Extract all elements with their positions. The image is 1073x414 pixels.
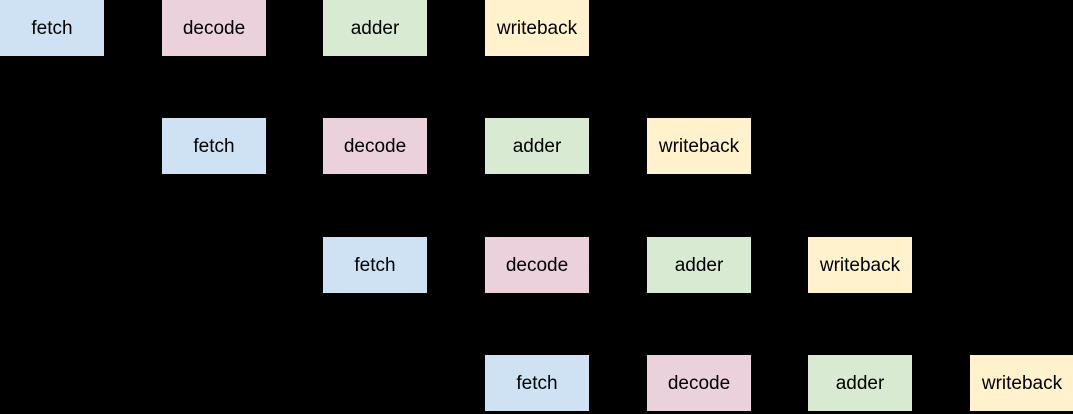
stage-label: writeback <box>819 254 901 276</box>
stage-box-adder: adder <box>323 0 427 56</box>
stage-label: adder <box>350 17 400 39</box>
stage-box-decode: decode <box>485 237 589 293</box>
stage-label: decode <box>343 135 407 157</box>
stage-box-adder: adder <box>485 118 589 174</box>
stage-label: decode <box>667 372 731 394</box>
stage-box-writeback: writeback <box>485 0 589 56</box>
stage-label: fetch <box>193 135 235 157</box>
stage-label: decode <box>182 17 246 39</box>
stage-box-fetch: fetch <box>162 118 266 174</box>
stage-label: fetch <box>354 254 396 276</box>
stage-box-writeback: writeback <box>808 237 912 293</box>
stage-box-decode: decode <box>323 118 427 174</box>
stage-label: adder <box>512 135 562 157</box>
stage-label: fetch <box>31 17 73 39</box>
stage-box-decode: decode <box>647 355 751 411</box>
stage-box-adder: adder <box>647 237 751 293</box>
stage-box-fetch: fetch <box>485 355 589 411</box>
stage-label: adder <box>674 254 724 276</box>
stage-box-writeback: writeback <box>970 355 1073 411</box>
stage-label: writeback <box>658 135 740 157</box>
stage-label: decode <box>505 254 569 276</box>
stage-label: writeback <box>496 17 578 39</box>
stage-box-adder: adder <box>808 355 912 411</box>
stage-box-fetch: fetch <box>0 0 104 56</box>
stage-box-fetch: fetch <box>323 237 427 293</box>
stage-label: adder <box>835 372 885 394</box>
stage-box-decode: decode <box>162 0 266 56</box>
stage-box-writeback: writeback <box>647 118 751 174</box>
stage-label: writeback <box>981 372 1063 394</box>
stage-label: fetch <box>516 372 558 394</box>
